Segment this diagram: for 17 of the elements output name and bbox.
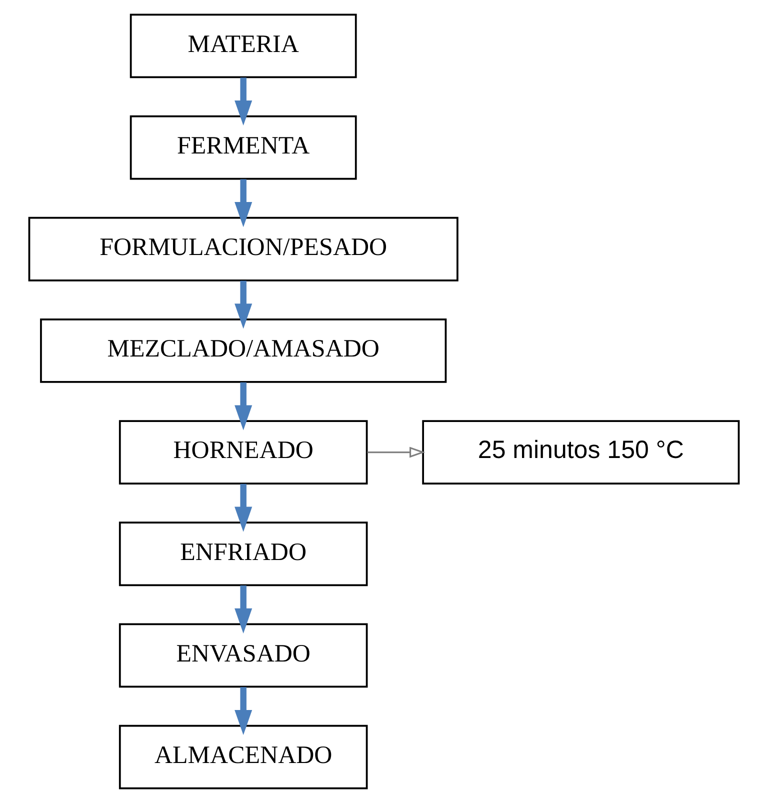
arrow	[234, 484, 252, 532]
arrow	[234, 687, 252, 736]
node-box: ENFRIADO	[118, 522, 368, 586]
node-box: ENVASADO	[118, 623, 368, 688]
node-box: HORNEADO	[118, 420, 368, 484]
arrow	[234, 78, 252, 126]
arrow	[234, 179, 252, 228]
arrow	[234, 586, 252, 634]
arrow	[367, 446, 426, 458]
node-box: 25 minutos 150 °C	[422, 420, 740, 484]
node-box: MATERIA	[130, 14, 357, 78]
arrow	[234, 280, 252, 329]
node-box: FERMENTA	[130, 115, 357, 180]
node-box: FORMULACION/PESADO	[28, 216, 458, 282]
node-box: ALMACENADO	[118, 724, 368, 790]
arrow	[234, 382, 252, 430]
node-box: MEZCLADO/AMASADO	[40, 318, 447, 383]
